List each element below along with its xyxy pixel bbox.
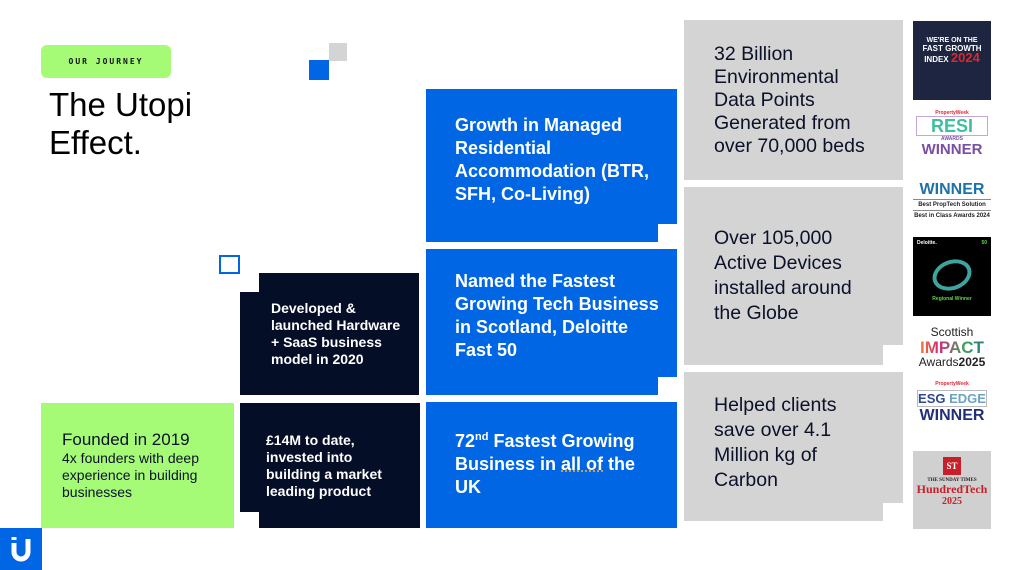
deloitte-fast50-logo: Deloitte. 50 Regional Winner (913, 237, 991, 316)
uk-rank: 72 (455, 430, 476, 451)
hardware-text: Developed & launched Hardware + SaaS bus… (271, 300, 401, 367)
fgi-line2: FAST GROWTH INDEX (922, 44, 982, 64)
resi-result: WINNER (921, 141, 983, 158)
resi-sub: AWARDS (941, 136, 963, 142)
esg-publisher: PropertyWeek (935, 381, 969, 387)
uk-text: 72nd Fastest Growing Business in all of … (455, 426, 645, 499)
fgi-year: 2024 (950, 50, 980, 65)
funding-card: £14M to date, invested into building a m… (240, 403, 420, 528)
founded-heading: Founded in 2019 (62, 430, 190, 449)
sia-line1: Scottish (930, 326, 974, 339)
uk-text-end: the UK (455, 453, 636, 497)
sia-line2: IMPACT (913, 339, 991, 356)
best-in-class-logo: WINNER Best PropTech Solution Best in Cl… (913, 181, 991, 231)
deloitte-rank: 50 (981, 240, 987, 246)
bic-category: Best PropTech Solution (913, 200, 991, 211)
esg-label: ESG (918, 391, 946, 406)
page-title: The Utopi Effect. (49, 86, 249, 162)
scotland-card: Named the Fastest Growing Tech Business … (426, 249, 677, 395)
decorative-blue-square (309, 60, 329, 80)
hardware-card: Developed & launched Hardware + SaaS bus… (240, 273, 419, 395)
stat-data-points: 32 Billion Environmental Data Points Gen… (684, 20, 903, 180)
st-line2: HundredTech (916, 482, 988, 496)
esg-result: WINNER (919, 407, 985, 424)
st-line1: THE SUNDAY TIMES (927, 478, 977, 483)
founded-subtext: 4x founders with deep experience in buil… (62, 450, 199, 500)
decorative-grey-square (329, 43, 347, 61)
title-line-1: The Utopi (49, 86, 193, 123)
stat-text: 32 Billion Environmental Data Points Gen… (714, 42, 865, 157)
sia-line3: Awards (918, 355, 959, 369)
scotland-text: Named the Fastest Growing Tech Business … (455, 271, 659, 360)
utopi-logo-icon (0, 528, 42, 570)
bic-name: Best in Class Awards 2024 (914, 213, 990, 219)
uk-card: 72nd Fastest Growing Business in all of … (426, 402, 677, 528)
growth-card: Growth in Managed Residential Accommodat… (426, 89, 677, 242)
sunday-times-hundredtech-logo: ST THE SUNDAY TIMES HundredTech 2025 (913, 451, 991, 529)
title-line-2: Effect. (49, 124, 142, 161)
stat-text: Helped clients save over 4.1 Million kg … (714, 393, 837, 491)
funding-text: £14M to date, invested into building a m… (266, 431, 382, 499)
sia-year: 2025 (958, 355, 986, 369)
scottish-impact-awards-logo: Scottish IMPACT Awards2025 (913, 326, 991, 372)
growth-text: Growth in Managed Residential Accommodat… (455, 114, 650, 204)
stat-text: Over 105,000 Active Devices installed ar… (714, 227, 852, 324)
uk-text-underlined: all of (561, 453, 604, 474)
fast-growth-index-logo: WE'RE ON THE FAST GROWTH INDEX 2024 (913, 21, 991, 100)
swirl-graphic (928, 254, 976, 296)
resi-awards-logo: PropertyWeek RESI AWARDS WINNER (913, 110, 991, 168)
st-year: 2025 (942, 496, 962, 507)
resi-name: RESI (916, 116, 988, 136)
deloitte-name: Deloitte. (917, 240, 937, 246)
bic-result: WINNER (913, 181, 991, 200)
esg-edge-logo: PropertyWeek ESG EDGE WINNER (913, 381, 991, 441)
stat-devices: Over 105,000 Active Devices installed ar… (684, 187, 903, 365)
our-journey-tag: OUR JOURNEY (41, 45, 171, 78)
decorative-outline-square (219, 255, 240, 274)
uk-text-rest: Fastest Growing Business in (455, 430, 635, 474)
founded-card: Founded in 2019 4x founders with deep ex… (41, 403, 234, 528)
st-badge: ST (943, 457, 961, 475)
fgi-line1: WE'RE ON THE (926, 37, 978, 44)
edge-label: EDGE (949, 391, 986, 406)
stat-carbon: Helped clients save over 4.1 Million kg … (684, 372, 903, 521)
uk-rank-suffix: nd (475, 430, 489, 443)
deloitte-text: Regional Winner (932, 296, 972, 302)
resi-publisher: PropertyWeek (935, 110, 969, 116)
